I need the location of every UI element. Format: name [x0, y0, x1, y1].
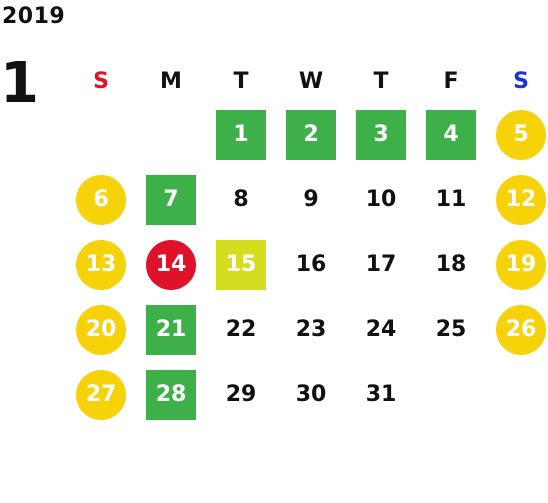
day-cell-22[interactable]: 22 [206, 297, 276, 362]
day-number: 19 [496, 239, 546, 290]
day-number: 15 [216, 239, 266, 290]
day-cell-28[interactable]: 28 [136, 362, 206, 427]
day-number: 12 [496, 174, 546, 225]
day-number: 25 [435, 317, 467, 342]
weekday-header-6: S [513, 68, 529, 94]
day-cell-5[interactable]: 5 [486, 102, 548, 167]
day-number: 8 [233, 187, 249, 212]
day-number: 31 [365, 382, 397, 407]
day-number: 1 [216, 109, 266, 160]
day-cell-31[interactable]: 31 [346, 362, 416, 427]
day-cell-20[interactable]: 20 [66, 297, 136, 362]
day-number [76, 110, 126, 160]
day-number: 18 [435, 252, 467, 277]
day-cell-26[interactable]: 26 [486, 297, 548, 362]
day-cell-19[interactable]: 19 [486, 232, 548, 297]
day-number: 26 [496, 304, 546, 355]
day-number: 14 [146, 239, 196, 290]
day-number: 30 [295, 382, 327, 407]
day-number: 29 [225, 382, 257, 407]
weekday-header-1: M [160, 68, 182, 94]
day-cell-7[interactable]: 7 [136, 167, 206, 232]
day-cell-27[interactable]: 27 [66, 362, 136, 427]
day-cell-25[interactable]: 25 [416, 297, 486, 362]
day-number [496, 370, 546, 420]
day-cell-24[interactable]: 24 [346, 297, 416, 362]
day-cell-15[interactable]: 15 [206, 232, 276, 297]
day-cell-29[interactable]: 29 [206, 362, 276, 427]
day-cell-13[interactable]: 13 [66, 232, 136, 297]
weekday-header-4: T [373, 68, 389, 94]
day-number: 6 [76, 174, 126, 225]
week-row: 20 21 22 23 24 25 26 [66, 297, 548, 362]
week-row: 13 14 15 16 17 18 19 [66, 232, 548, 297]
day-number: 28 [146, 369, 196, 420]
calendar-month: 1 [0, 51, 39, 116]
day-cell-empty [416, 362, 486, 427]
day-number: 13 [76, 239, 126, 290]
day-cell-23[interactable]: 23 [276, 297, 346, 362]
day-cell-14[interactable]: 14 [136, 232, 206, 297]
day-number: 11 [435, 187, 467, 212]
week-row: 27 28 29 30 31 [66, 362, 548, 427]
day-number: 2 [286, 109, 336, 160]
day-cell-4[interactable]: 4 [416, 102, 486, 167]
day-number: 23 [295, 317, 327, 342]
weekday-header-3: W [298, 68, 324, 94]
day-number: 9 [303, 187, 319, 212]
weekday-header-0: S [93, 68, 109, 94]
day-number: 27 [76, 369, 126, 420]
day-number [426, 370, 476, 420]
day-cell-3[interactable]: 3 [346, 102, 416, 167]
day-cell-empty [66, 102, 136, 167]
day-cell-11[interactable]: 11 [416, 167, 486, 232]
day-number: 4 [426, 109, 476, 160]
weekday-header-2: T [233, 68, 249, 94]
day-number: 5 [496, 109, 546, 160]
day-number: 10 [365, 187, 397, 212]
day-cell-9[interactable]: 9 [276, 167, 346, 232]
calendar-year: 2019 [2, 4, 66, 29]
day-cell-16[interactable]: 16 [276, 232, 346, 297]
day-cell-6[interactable]: 6 [66, 167, 136, 232]
day-cell-10[interactable]: 10 [346, 167, 416, 232]
day-cell-1[interactable]: 1 [206, 102, 276, 167]
day-number [146, 110, 196, 160]
day-number: 22 [225, 317, 257, 342]
day-cell-8[interactable]: 8 [206, 167, 276, 232]
day-number: 17 [365, 252, 397, 277]
day-cell-2[interactable]: 2 [276, 102, 346, 167]
day-cell-17[interactable]: 17 [346, 232, 416, 297]
day-number: 16 [295, 252, 327, 277]
weekday-header-5: F [443, 68, 459, 94]
day-cell-empty [136, 102, 206, 167]
day-number: 20 [76, 304, 126, 355]
day-number: 7 [146, 174, 196, 225]
day-number: 21 [146, 304, 196, 355]
day-cell-30[interactable]: 30 [276, 362, 346, 427]
day-number: 24 [365, 317, 397, 342]
day-number: 3 [356, 109, 406, 160]
day-cell-18[interactable]: 18 [416, 232, 486, 297]
day-cell-12[interactable]: 12 [486, 167, 548, 232]
day-cell-21[interactable]: 21 [136, 297, 206, 362]
day-cell-empty [486, 362, 548, 427]
